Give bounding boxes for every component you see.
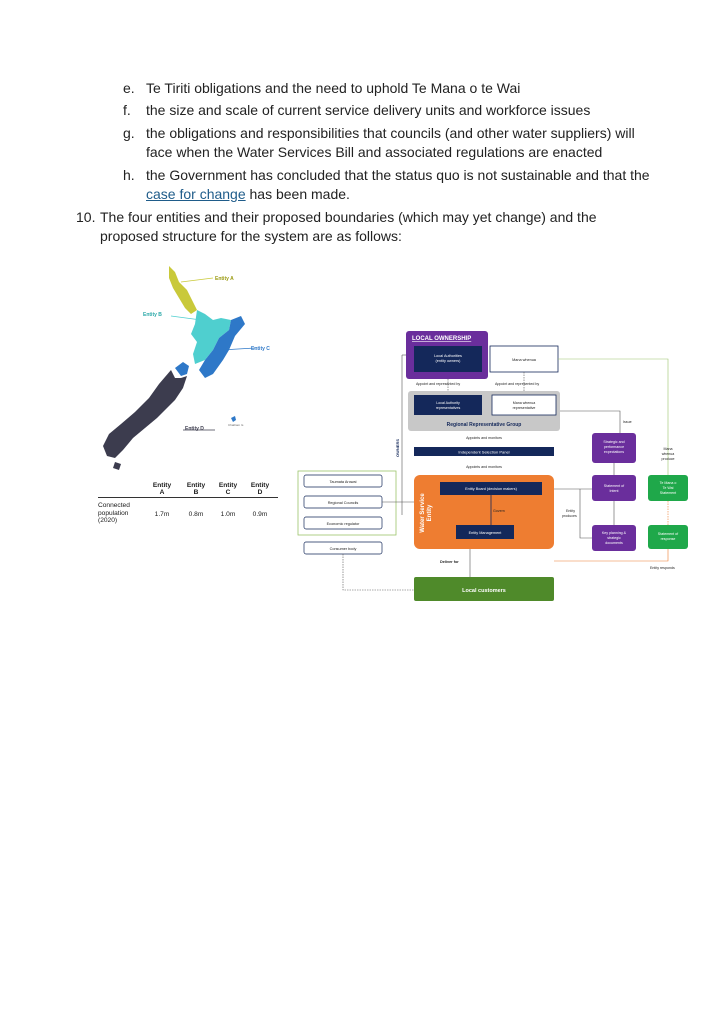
mw-produce-label: Mana <box>664 447 673 451</box>
chatham-islands-icon <box>231 416 236 422</box>
key-planning-label: Key planning & <box>602 531 627 535</box>
mw-produce-label-2: whenua <box>662 452 675 456</box>
entity-d-label: Entity D <box>185 426 204 432</box>
mw-rep-label: Mana whenua <box>513 401 536 405</box>
regional-councils-label: Regional Councils <box>328 501 359 505</box>
entity-b-label: Entity B <box>143 312 162 318</box>
list-text: the size and scale of current service de… <box>146 102 591 118</box>
la-rep-label: Local Authority <box>436 401 460 405</box>
case-for-change-link[interactable]: case for change <box>146 186 246 202</box>
statement-intent-label-2: Intent <box>610 489 619 493</box>
list-marker: f. <box>123 102 131 118</box>
appoint-label-1: Appoint and represented by <box>416 382 460 386</box>
deliver-for-label: Deliver for <box>440 560 459 564</box>
te-mana-label-2: Te Wai <box>663 486 674 490</box>
statement-response-label-2: response <box>661 537 676 541</box>
list-text-line2: case for change has been made. <box>146 184 350 204</box>
owners-label: OWNERS <box>395 439 400 457</box>
list-marker: e. <box>123 80 135 96</box>
list-text-rest: has been made. <box>245 186 350 202</box>
te-mana-label: Te Mana o <box>660 481 677 485</box>
nz-entity-map: Entity A Entity B Entity C Entity D Chat… <box>103 266 270 470</box>
appoints-monitors-2: Appoints and monitors <box>466 465 502 469</box>
economic-regulator-label: Economic regulator <box>327 522 360 526</box>
local-authorities-label: Local Authorities <box>434 354 462 358</box>
list-text-line2: face when the Water Services Bill and as… <box>146 144 603 160</box>
la-rep-sub: representatives <box>436 406 461 410</box>
entity-produces-label: Entity <box>566 509 575 513</box>
appoint-label-2: Appoint and represented by <box>495 382 539 386</box>
isp-label: Independent Selection Panel <box>458 450 509 455</box>
entity-a-label: Entity A <box>215 276 234 282</box>
rrg-label: Regional Representative Group <box>447 422 522 428</box>
list-text-line1: the Government has concluded that the st… <box>146 167 650 183</box>
chatham-label: Chatham Is <box>228 423 244 427</box>
consumer-body-label: Consumer body <box>330 547 357 551</box>
table-cell: 1.7m <box>154 511 170 518</box>
local-customers-label: Local customers <box>462 588 506 594</box>
table-rule <box>98 497 278 498</box>
list-text-line2: proposed structure for the system are as… <box>100 228 402 244</box>
list-text-line1: the obligations and responsibilities tha… <box>146 125 635 141</box>
list-marker: h. <box>123 167 135 183</box>
govern-label: Govern <box>493 509 505 513</box>
statement-intent-label: Statement of <box>604 484 624 488</box>
local-ownership-title: LOCAL OWNERSHIP <box>412 336 471 342</box>
statement-response-label: Statement of <box>658 532 678 536</box>
mw-produce-label-3: produce <box>662 457 675 461</box>
region-entity-b <box>191 310 231 364</box>
table-cell: 0.8m <box>188 511 204 518</box>
list-marker: 10. <box>76 209 96 225</box>
table-cell: 1.0m <box>220 511 236 518</box>
appoints-monitors-1: Appoints and monitors <box>466 436 502 440</box>
entity-responds-label: Entity responds <box>650 566 675 570</box>
issue-label: Issue <box>623 420 632 424</box>
entity-produces-label-2: produces <box>562 514 577 518</box>
wse-label-2: Entity <box>427 504 433 521</box>
region-entity-c-nelson <box>175 362 189 376</box>
entity-c-label: Entity C <box>251 346 270 352</box>
mw-rep-sub: representative <box>513 406 536 410</box>
local-authorities-sub: (entity owners) <box>436 359 462 363</box>
structure-diagram: LOCAL OWNERSHIP Local Authorities (entit… <box>297 331 688 601</box>
key-planning-label-3: documents <box>605 541 623 545</box>
key-planning-label-2: strategic <box>607 536 621 540</box>
region-entity-d <box>103 370 187 458</box>
entity-board-label: Entity Board (decision makers) <box>465 487 517 491</box>
taumata-label: Taumata Arowai <box>329 480 356 484</box>
region-stewart-island <box>113 462 121 470</box>
region-entity-a <box>169 266 197 314</box>
wse-label: Water Service <box>420 493 426 533</box>
strategic-label-3: expectations <box>604 450 624 454</box>
list-marker: g. <box>123 125 135 141</box>
entity-management-label: Entity Management <box>469 531 503 535</box>
strategic-label: Strategic and <box>603 440 624 444</box>
list-text: Te Tiriti obligations and the need to up… <box>146 80 521 96</box>
strategic-label-2: performance <box>604 445 624 449</box>
table-cell: 0.9m <box>252 511 268 518</box>
list-text-line1: The four entities and their proposed bou… <box>100 209 597 225</box>
region-entity-c <box>199 316 245 378</box>
mana-whenua-label: Mana whenua <box>512 358 537 362</box>
te-mana-label-3: Statement <box>660 491 676 495</box>
